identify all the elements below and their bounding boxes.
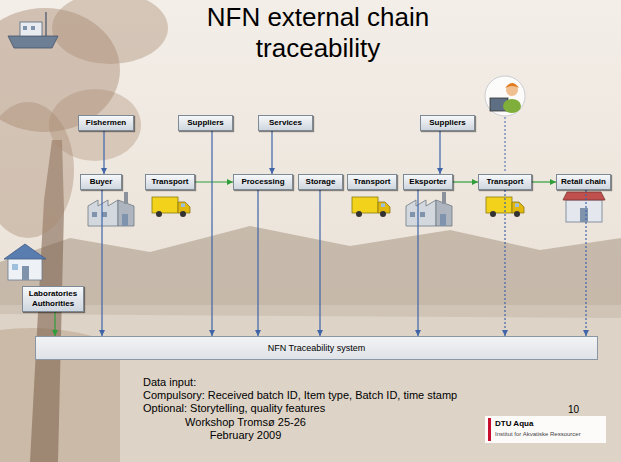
ship-mast (45, 12, 46, 36)
actor-box: Services (258, 115, 313, 131)
process-box: Storage (298, 174, 343, 190)
reflection (0, 305, 621, 318)
person-hair (505, 83, 519, 88)
node-label: Buyer (90, 177, 113, 187)
store-wall (566, 200, 602, 222)
footer-text: Workshop Tromsø 25-26 February 2009 (178, 416, 313, 442)
node-label: Transport (152, 177, 189, 187)
process-box: Transport (347, 174, 397, 190)
flow-arrow (453, 181, 478, 182)
data-arrow (319, 190, 320, 336)
flow-arrow (195, 181, 233, 182)
data-arrow (504, 190, 505, 336)
data-arrow (585, 190, 586, 336)
data-arrow (417, 190, 418, 336)
node-label: Storage (306, 177, 336, 187)
logo-subtitle: Institut for Akvatiske Ressourcer (495, 430, 581, 438)
house-roof (4, 244, 46, 259)
authority-box: Laboratories Authorities (22, 286, 84, 312)
process-box: Buyer (80, 174, 122, 190)
store-door (580, 208, 588, 222)
logo-name: DTU Aqua (495, 419, 533, 429)
data-arrow (211, 131, 212, 336)
note-text: Optional: Storytelling, quality features (143, 402, 325, 415)
flow-arrow (439, 131, 440, 174)
actor-box: Fishermen (78, 115, 134, 131)
person-at-computer-icon (485, 76, 525, 116)
retail-store-icon (563, 192, 605, 222)
logo-panel (485, 416, 606, 443)
node-label: Services (269, 118, 302, 128)
truck-icon (486, 197, 524, 217)
flow-arrow (532, 181, 556, 182)
node-label: Suppliers (429, 118, 465, 128)
system-band: NFN Traceability system (35, 336, 598, 360)
node-label: Transport (354, 177, 391, 187)
truck-icon (352, 197, 390, 217)
buyer-factory-icon (88, 192, 134, 226)
exporter-factory-icon (406, 192, 452, 226)
house-window (12, 264, 18, 270)
flow-arrow (103, 131, 104, 174)
ship-cabin (20, 22, 42, 36)
node-label: Eksporter (409, 177, 446, 187)
mountains (0, 226, 621, 305)
data-input-heading: Data input: (143, 376, 196, 389)
process-box: Eksporter (403, 174, 453, 190)
fjord-water (0, 305, 621, 462)
logo-bar (488, 418, 491, 441)
node-label: Fishermen (86, 118, 126, 128)
page-number: 10 (568, 404, 579, 416)
data-arrow (101, 190, 102, 336)
flow-arrow (271, 131, 272, 174)
tree-foliage (52, 0, 168, 64)
store-awning (563, 192, 605, 200)
icon-disc (485, 76, 525, 116)
truck-icon (152, 197, 190, 217)
node-label: Retail chain (561, 177, 606, 187)
process-box: Retail chain (556, 174, 611, 190)
actor-box: Suppliers (178, 115, 233, 131)
tree-foliage (49, 89, 141, 161)
node-label: NFN Traceability system (268, 337, 366, 359)
process-box: Transport (145, 174, 195, 190)
node-label: Suppliers (187, 118, 223, 128)
data-arrow (257, 190, 258, 336)
node-label: Processing (241, 177, 284, 187)
person-head (506, 84, 518, 96)
note-text: Compulsory: Received batch ID, Item type… (143, 389, 457, 402)
ship-window (31, 26, 35, 30)
data-arrow (54, 312, 55, 336)
house-door (22, 266, 29, 280)
house-wall (8, 258, 42, 280)
dotted-leader-line (505, 117, 506, 172)
person-body (503, 99, 521, 113)
process-box: Processing (233, 174, 293, 190)
ship-hull (8, 36, 58, 48)
process-box: Transport (478, 174, 532, 190)
ship-window (23, 26, 27, 30)
slide-title: NFN external chain traceability (168, 2, 468, 64)
node-label: Laboratories Authorities (27, 289, 79, 309)
node-label: Transport (487, 177, 524, 187)
actor-box: Suppliers (420, 115, 475, 131)
laboratory-house-icon (4, 244, 46, 280)
ship-icon (8, 12, 58, 48)
